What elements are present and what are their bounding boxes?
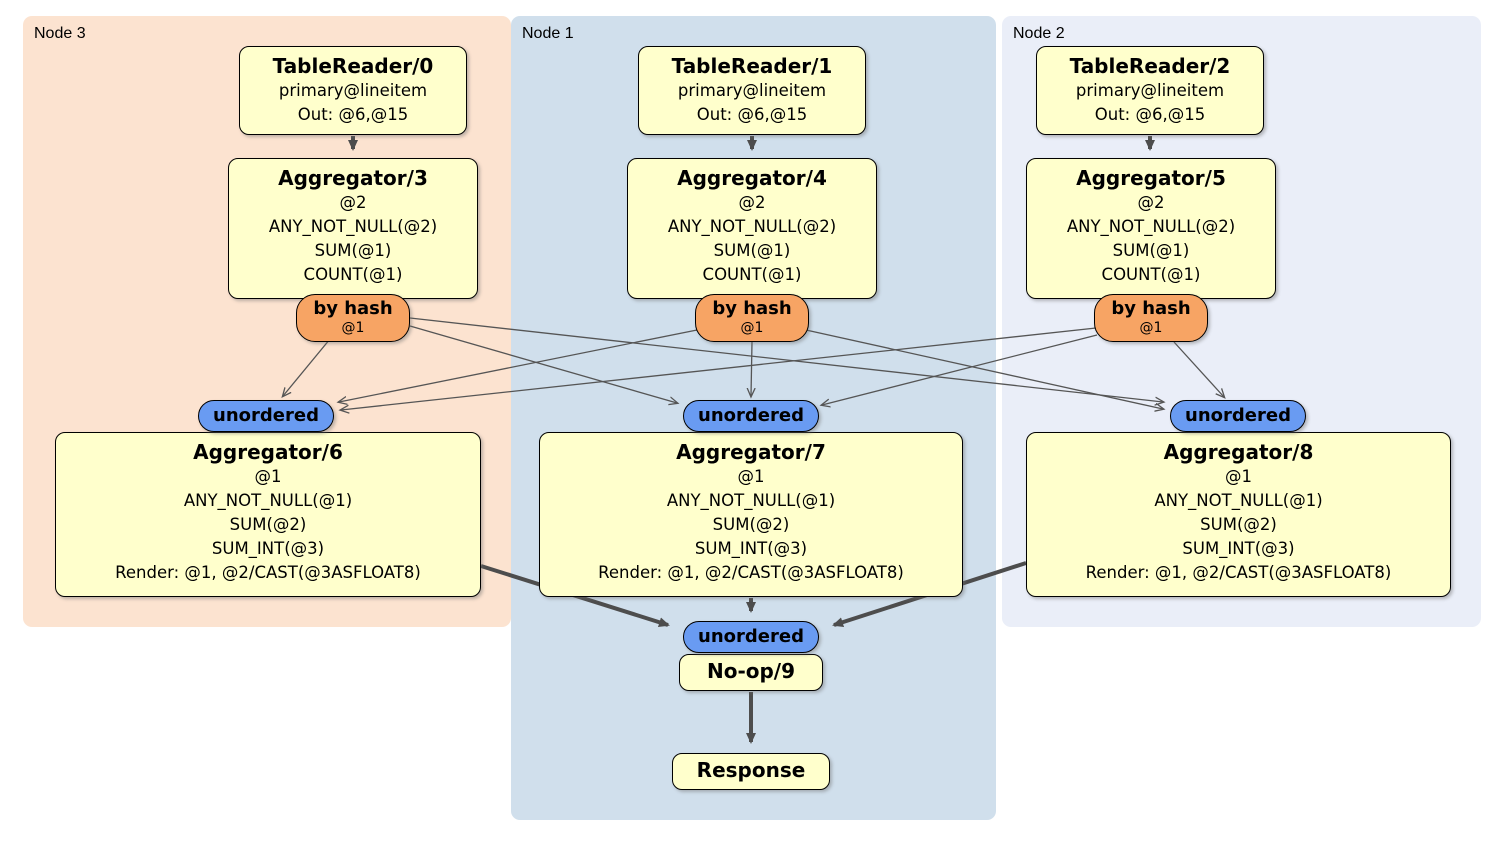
operator-detail: COUNT(@1) [702, 265, 802, 284]
router-unordered-7: unordered [683, 400, 819, 432]
operator-title: TableReader/2 [1069, 54, 1231, 78]
operator-aggregator-7: Aggregator/7 @1 ANY_NOT_NULL(@1) SUM(@2)… [539, 432, 963, 597]
operator-title: Aggregator/7 [676, 440, 826, 464]
operator-title: Aggregator/4 [677, 166, 827, 190]
operator-title: Aggregator/8 [1163, 440, 1314, 464]
operator-noop-9: No-op/9 [679, 654, 823, 691]
router-unordered-6: unordered [198, 400, 334, 432]
operator-detail: SUM(@2) [229, 515, 307, 534]
operator-title: TableReader/1 [671, 54, 833, 78]
router-detail: @1 [341, 320, 365, 336]
router-byhash-3: by hash @1 [296, 294, 410, 342]
operator-tablereader-0: TableReader/0 primary@lineitem Out: @6,@… [239, 46, 467, 135]
operator-aggregator-4: Aggregator/4 @2 ANY_NOT_NULL(@2) SUM(@1)… [627, 158, 877, 299]
router-byhash-5: by hash @1 [1094, 294, 1208, 342]
operator-detail: primary@lineitem [278, 81, 428, 100]
router-label: unordered [698, 626, 804, 647]
operator-detail: ANY_NOT_NULL(@1) [1154, 491, 1323, 510]
operator-aggregator-6: Aggregator/6 @1 ANY_NOT_NULL(@1) SUM(@2)… [55, 432, 481, 597]
operator-title: Aggregator/5 [1076, 166, 1226, 190]
operator-detail: ANY_NOT_NULL(@2) [1066, 217, 1236, 236]
router-label: by hash [313, 298, 393, 319]
operator-detail: COUNT(@1) [303, 265, 403, 284]
operator-aggregator-3: Aggregator/3 @2 ANY_NOT_NULL(@2) SUM(@1)… [228, 158, 478, 299]
region-node-1-label: Node 1 [522, 25, 574, 42]
operator-detail: COUNT(@1) [1101, 265, 1201, 284]
router-unordered-8: unordered [1170, 400, 1306, 432]
operator-tablereader-2: TableReader/2 primary@lineitem Out: @6,@… [1036, 46, 1264, 135]
operator-tablereader-1: TableReader/1 primary@lineitem Out: @6,@… [638, 46, 866, 135]
operator-detail: @2 [339, 193, 367, 212]
operator-detail: Render: @1, @2/CAST(@3ASFLOAT8) [598, 563, 904, 582]
router-label: unordered [698, 405, 804, 426]
operator-detail: SUM(@1) [314, 241, 392, 260]
operator-title: TableReader/0 [272, 54, 434, 78]
operator-detail: @2 [1137, 193, 1165, 212]
operator-detail: Out: @6,@15 [696, 105, 808, 124]
operator-title: No-op/9 [706, 659, 796, 683]
operator-detail: SUM(@1) [1112, 241, 1190, 260]
operator-detail: SUM_INT(@3) [694, 539, 808, 558]
operator-detail: Render: @1, @2/CAST(@3ASFLOAT8) [1085, 563, 1392, 582]
router-unordered-9: unordered [683, 621, 819, 653]
region-node-2-label: Node 2 [1013, 25, 1065, 42]
operator-detail: ANY_NOT_NULL(@1) [666, 491, 836, 510]
operator-title: Aggregator/3 [278, 166, 428, 190]
operator-detail: @1 [254, 467, 282, 486]
operator-detail: ANY_NOT_NULL(@1) [183, 491, 353, 510]
region-node-3-label: Node 3 [34, 25, 86, 42]
router-label: by hash [712, 298, 792, 319]
router-byhash-4: by hash @1 [695, 294, 809, 342]
operator-detail: SUM(@2) [1200, 515, 1277, 534]
operator-detail: ANY_NOT_NULL(@2) [268, 217, 438, 236]
operator-title: Aggregator/6 [193, 440, 343, 464]
router-label: by hash [1111, 298, 1191, 319]
operator-detail: SUM_INT(@3) [211, 539, 325, 558]
operator-aggregator-8: Aggregator/8 @1 ANY_NOT_NULL(@1) SUM(@2)… [1026, 432, 1451, 597]
router-label: unordered [1185, 405, 1291, 426]
operator-detail: @2 [738, 193, 766, 212]
operator-response: Response [672, 753, 830, 790]
operator-detail: @1 [737, 467, 765, 486]
operator-detail: SUM_INT(@3) [1182, 539, 1295, 558]
operator-title: Response [696, 758, 806, 782]
operator-detail: Out: @6,@15 [1094, 105, 1206, 124]
operator-detail: primary@lineitem [1075, 81, 1225, 100]
operator-aggregator-5: Aggregator/5 @2 ANY_NOT_NULL(@2) SUM(@1)… [1026, 158, 1276, 299]
operator-detail: ANY_NOT_NULL(@2) [667, 217, 837, 236]
router-label: unordered [213, 405, 319, 426]
router-detail: @1 [1139, 320, 1163, 336]
operator-detail: primary@lineitem [677, 81, 827, 100]
operator-detail: SUM(@2) [712, 515, 790, 534]
router-detail: @1 [740, 320, 764, 336]
operator-detail: Out: @6,@15 [297, 105, 409, 124]
operator-detail: Render: @1, @2/CAST(@3ASFLOAT8) [115, 563, 421, 582]
operator-detail: SUM(@1) [713, 241, 791, 260]
operator-detail: @1 [1225, 467, 1252, 486]
